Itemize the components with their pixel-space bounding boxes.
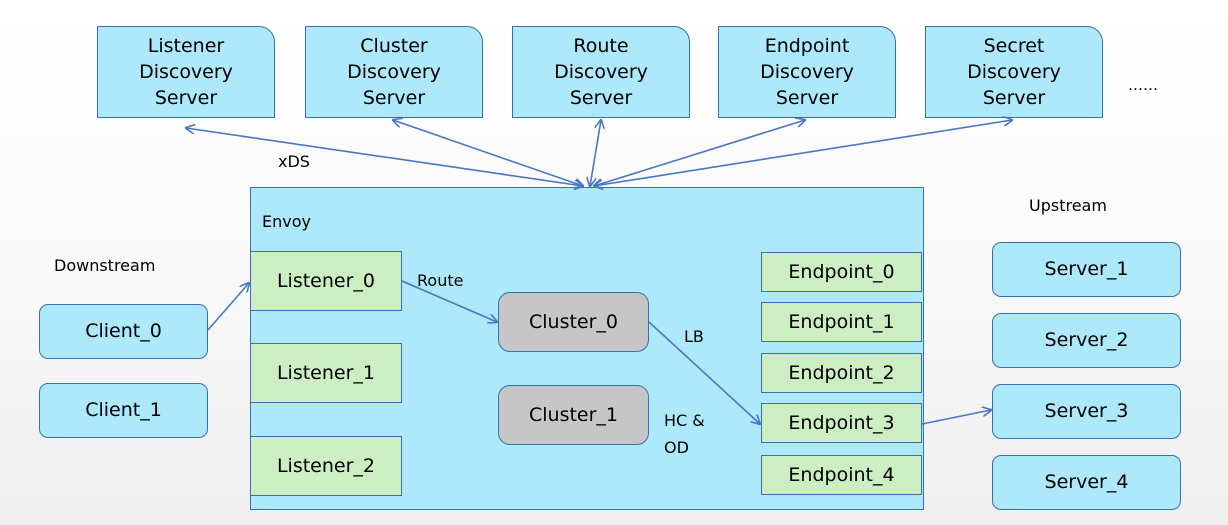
od-label: OD	[664, 438, 689, 457]
server-3-label: Server_3	[1044, 400, 1129, 423]
endpoint-2-box: Endpoint_2	[761, 353, 922, 393]
client-1-label: Client_1	[85, 399, 162, 422]
xds-arrow-route	[590, 120, 601, 186]
xds-arrow-listener	[186, 128, 583, 186]
ds-line: Discovery	[967, 60, 1061, 83]
upstream-label: Upstream	[1029, 196, 1107, 215]
endpoint-0-box: Endpoint_0	[761, 252, 922, 292]
ds-line: Discovery	[347, 60, 441, 83]
ds-line: Server	[982, 87, 1046, 110]
ds-line: Secret	[983, 34, 1045, 57]
server-2-label: Server_2	[1044, 329, 1129, 352]
endpoint-to-server-arrow	[921, 410, 991, 425]
server-3-box: Server_3	[992, 384, 1181, 439]
endpoint-3-label: Endpoint_3	[788, 411, 895, 434]
cluster-1-label: Cluster_1	[528, 403, 619, 426]
server-1-label: Server_1	[1044, 258, 1129, 281]
endpoint-4-label: Endpoint_4	[788, 463, 895, 486]
ds-line: Server	[775, 87, 839, 110]
endpoint-2-label: Endpoint_2	[788, 361, 895, 384]
listener-2-label: Listener_2	[276, 454, 376, 477]
ds-line: Discovery	[139, 60, 233, 83]
envoy-label: Envoy	[262, 212, 311, 231]
ds-line: Discovery	[554, 60, 648, 83]
client-0-box: Client_0	[39, 304, 208, 359]
listener-1-box: Listener_1	[250, 343, 402, 403]
endpoint-3-box: Endpoint_3	[761, 403, 922, 443]
endpoint-1-label: Endpoint_1	[788, 310, 895, 333]
xds-arrow-cluster	[393, 120, 583, 186]
ds-line: Endpoint	[764, 34, 850, 57]
xds-label: xDS	[278, 152, 310, 171]
listener-0-box: Listener_0	[250, 251, 402, 311]
ds-line: Server	[154, 87, 218, 110]
cluster-1-box: Cluster_1	[498, 385, 649, 445]
route-label: Route	[417, 271, 464, 290]
more-servers-ellipsis: ……	[1128, 76, 1158, 94]
ds-line: Route	[573, 34, 629, 57]
ds-line: Server	[362, 87, 426, 110]
client-1-box: Client_1	[39, 383, 208, 438]
endpoint-0-label: Endpoint_0	[788, 260, 895, 283]
cluster-0-label: Cluster_0	[528, 310, 619, 333]
ds-line: Server	[569, 87, 633, 110]
client-to-listener-arrow	[207, 283, 249, 331]
server-4-box: Server_4	[992, 455, 1181, 510]
ds-line: Cluster	[360, 34, 428, 57]
ds-line: Discovery	[760, 60, 854, 83]
endpoint-4-box: Endpoint_4	[761, 455, 922, 495]
server-1-box: Server_1	[992, 242, 1181, 297]
hc-label: HC &	[664, 411, 705, 430]
cluster-0-box: Cluster_0	[498, 292, 649, 352]
listener-0-label: Listener_0	[276, 269, 376, 292]
xds-arrow-endpoint	[594, 120, 805, 186]
lb-label: LB	[684, 327, 704, 346]
server-2-box: Server_2	[992, 313, 1181, 368]
listener-1-label: Listener_1	[276, 361, 376, 384]
downstream-label: Downstream	[54, 256, 156, 275]
client-0-label: Client_0	[85, 320, 162, 343]
xds-arrow-secret	[594, 120, 1012, 186]
server-4-label: Server_4	[1044, 471, 1129, 494]
endpoint-1-box: Endpoint_1	[761, 302, 922, 342]
listener-2-box: Listener_2	[250, 436, 402, 496]
ds-line: Listener	[147, 34, 225, 57]
